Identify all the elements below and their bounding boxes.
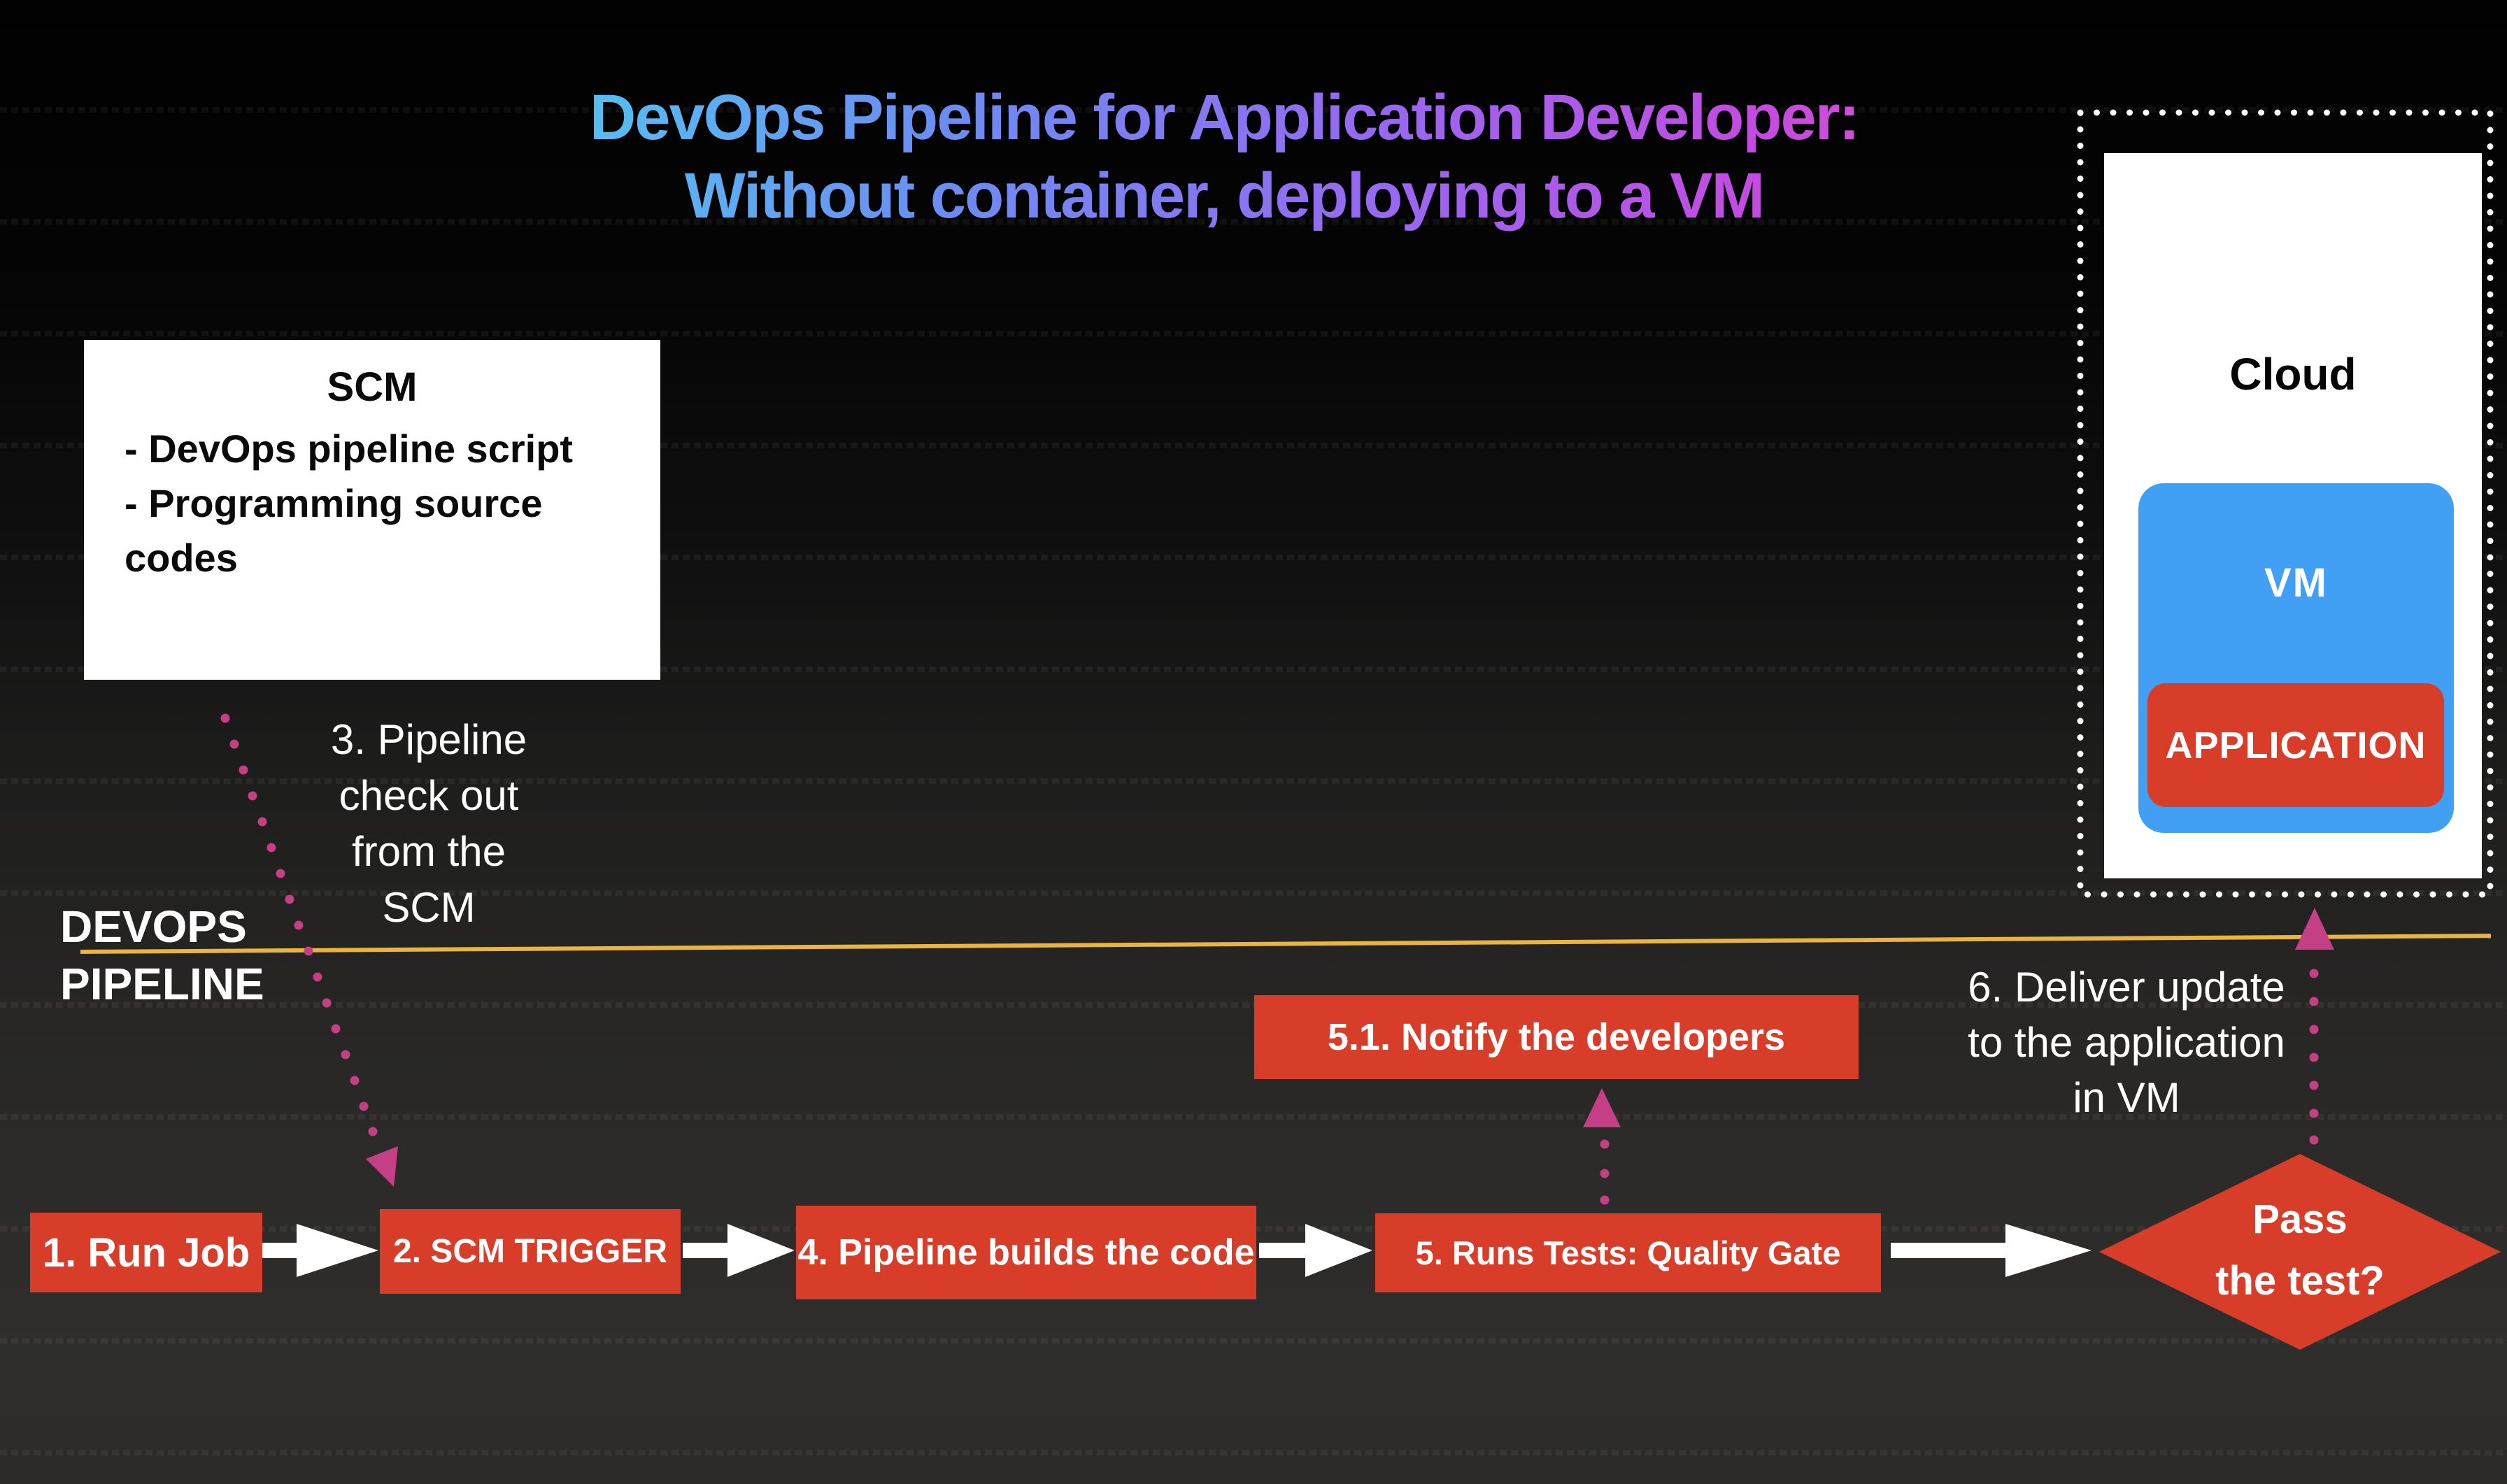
lane-label-line2: PIPELINE bbox=[60, 959, 264, 1009]
step-build-code-label: 4. Pipeline builds the code bbox=[797, 1232, 1255, 1273]
checkout-annotation: 3. Pipeline check out from the SCM bbox=[292, 712, 565, 936]
step-run-tests: 5. Runs Tests: Quality Gate bbox=[1375, 1213, 1881, 1292]
checkout-annotation-line: 3. Pipeline bbox=[330, 716, 527, 763]
checkout-annotation-line: from the bbox=[351, 828, 506, 875]
checkout-annotation-line: SCM bbox=[382, 884, 476, 931]
checkout-annotation-line: check out bbox=[339, 772, 519, 819]
slide-title-line1: DevOps Pipeline for Application Develope… bbox=[589, 82, 1859, 153]
scm-item: - DevOps pipeline script bbox=[125, 427, 574, 471]
step-notify-developers: 5.1. Notify the developers bbox=[1254, 995, 1859, 1079]
deliver-annotation: 6. Deliver update to the application in … bbox=[1931, 959, 2322, 1125]
slide-title-line2: Without container, deploying to a VM bbox=[684, 160, 1764, 231]
slide-title: DevOps Pipeline for Application Develope… bbox=[518, 78, 1931, 235]
scm-box-title: SCM bbox=[327, 364, 418, 410]
scm-box-items: - DevOps pipeline script - Programming s… bbox=[125, 422, 614, 585]
checkout-arrowhead-icon bbox=[366, 1146, 398, 1187]
step-run-job: 1. Run Job bbox=[30, 1213, 262, 1292]
step-build-code: 4. Pipeline builds the code bbox=[796, 1206, 1256, 1299]
pipeline-lane-line bbox=[80, 934, 2491, 954]
decision-label-line1: Pass bbox=[2252, 1197, 2348, 1242]
step-run-tests-label: 5. Runs Tests: Quality Gate bbox=[1415, 1234, 1841, 1271]
application-label: APPLICATION bbox=[2165, 724, 2427, 766]
notify-arrowhead-icon bbox=[1583, 1088, 1621, 1127]
scm-item: - Programming source codes bbox=[125, 481, 543, 580]
decision-label-line2: the test? bbox=[2215, 1258, 2385, 1304]
step-run-job-label: 1. Run Job bbox=[42, 1229, 250, 1276]
step-scm-trigger-label: 2. SCM TRIGGER bbox=[392, 1233, 668, 1270]
step-notify-developers-label: 5.1. Notify the developers bbox=[1327, 1016, 1786, 1058]
devops-pipeline-lane-label: DEVOPS PIPELINE bbox=[60, 898, 264, 1013]
flow-arrow-4-5 bbox=[1259, 1224, 1372, 1277]
notify-dotted-arrow bbox=[1583, 1088, 1621, 1205]
flow-arrow-5-decision bbox=[1891, 1224, 2091, 1277]
flow-arrow-1-2 bbox=[262, 1224, 378, 1277]
application-box: APPLICATION bbox=[2147, 683, 2444, 807]
cloud-label: Cloud bbox=[2229, 349, 2357, 399]
deliver-arrowhead-icon bbox=[2295, 908, 2334, 950]
decision-label: Pass the test? bbox=[2164, 1189, 2436, 1312]
scm-box: SCM - DevOps pipeline script - Programmi… bbox=[84, 340, 660, 680]
step-scm-trigger: 2. SCM TRIGGER bbox=[380, 1209, 681, 1294]
deliver-annotation-line: to the application bbox=[1968, 1019, 2285, 1066]
flow-arrow-2-4 bbox=[683, 1224, 795, 1277]
vm-label: VM bbox=[2264, 560, 2328, 606]
deliver-annotation-line: 6. Deliver update bbox=[1968, 964, 2285, 1011]
deliver-annotation-line: in VM bbox=[2073, 1074, 2180, 1121]
lane-label-line1: DEVOPS bbox=[60, 901, 247, 952]
